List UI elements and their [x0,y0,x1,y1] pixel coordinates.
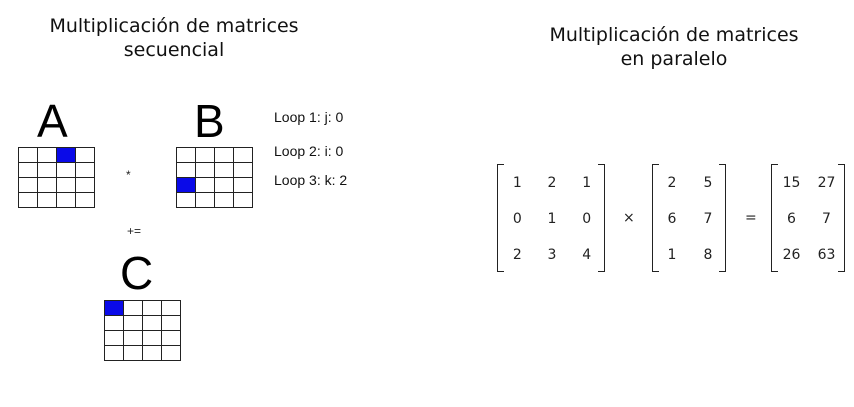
m1-left-bracket [497,164,504,272]
m1-entry: 0 [512,211,522,227]
grid-cell [196,193,215,208]
grid-cell [177,193,196,208]
grid-cell [76,193,95,208]
grid-cell [215,178,234,193]
grid-cell [162,301,181,316]
grid-cell [143,316,162,331]
left-title-line-2: secuencial [123,39,225,61]
grid-cell [76,163,95,178]
grid-cell-highlighted [177,178,196,193]
grid-cell [162,316,181,331]
grid-cell-highlighted [57,148,76,163]
grid-cell [38,163,57,178]
plus-equals-operator: += [127,224,142,238]
right-title-line-1: Multiplicación de matrices [549,24,799,46]
matrix-c-grid [104,300,181,361]
m1-entry: 1 [547,211,557,227]
m2-left-bracket [652,164,659,272]
matrix-c-label: C [120,247,154,299]
grid-cell [38,178,57,193]
grid-cell [162,331,181,346]
grid-cell [105,346,124,361]
matrix-2: 2 5 6 7 1 8 [654,165,726,273]
grid-cell [124,331,143,346]
grid-cell [105,331,124,346]
grid-cell [162,346,181,361]
m2-entry: 5 [703,175,713,191]
grid-cell-highlighted [105,301,124,316]
right-title: Multiplicación de matrices en paralelo [524,23,824,71]
result-entry: 26 [782,247,801,263]
m1-entry: 4 [582,247,592,263]
m1-entry: 1 [582,175,592,191]
left-title-line-1: Multiplicación de matrices [49,15,299,37]
matrix-a-grid [18,147,95,208]
m1-entry: 2 [512,247,522,263]
grid-cell [19,178,38,193]
grid-cell [76,178,95,193]
grid-cell [215,193,234,208]
result-entry: 27 [817,175,836,191]
grid-cell [76,148,95,163]
loop-3-label: Loop 3: k: 2 [274,172,348,188]
grid-cell [57,193,76,208]
grid-cell [143,346,162,361]
grid-cell [124,346,143,361]
grid-cell [124,301,143,316]
grid-cell [234,178,253,193]
grid-cell [196,163,215,178]
m1-entry: 3 [547,247,557,263]
grid-cell [19,148,38,163]
grid-cell [19,193,38,208]
grid-cell [215,163,234,178]
grid-cell [215,148,234,163]
grid-cell [105,316,124,331]
grid-cell [196,178,215,193]
result-entry: 7 [822,211,831,227]
equals-sign: = [745,210,757,226]
grid-cell [143,301,162,316]
multiply-operator: * [126,168,131,182]
matrix-1: 1 2 1 0 1 0 2 3 4 [500,165,604,273]
times-sign: × [623,210,635,226]
result-matrix: 15 27 6 7 26 63 [774,165,844,273]
m2-entry: 6 [667,211,677,227]
m2-entry: 8 [703,247,713,263]
m1-entry: 0 [582,211,592,227]
grid-cell [57,178,76,193]
grid-cell [38,148,57,163]
m1-entry: 2 [547,175,557,191]
loop-2-label: Loop 2: i: 0 [274,143,344,159]
matrix-b-grid [176,147,253,208]
grid-cell [38,193,57,208]
grid-cell [234,163,253,178]
loop-1-label: Loop 1: j: 0 [274,109,344,125]
result-entry: 15 [782,175,801,191]
grid-cell [177,148,196,163]
m2-entry: 1 [667,247,677,263]
grid-cell [57,163,76,178]
result-entry: 6 [787,211,796,227]
matrix-b-label: B [194,95,225,147]
grid-cell [234,148,253,163]
grid-cell [19,163,38,178]
grid-cell [124,316,143,331]
grid-cell [143,331,162,346]
matrix-a-label: A [37,95,68,147]
grid-cell [177,163,196,178]
m2-right-bracket [719,164,726,272]
m2-entry: 2 [667,175,677,191]
result-left-bracket [771,164,778,272]
left-title: Multiplicación de matrices secuencial [24,14,324,62]
right-title-line-2: en paralelo [620,48,728,70]
grid-cell [196,148,215,163]
m1-right-bracket [598,164,605,272]
m1-entry: 1 [512,175,522,191]
result-right-bracket [838,164,845,272]
grid-cell [234,193,253,208]
m2-entry: 7 [703,211,713,227]
result-entry: 63 [817,247,836,263]
